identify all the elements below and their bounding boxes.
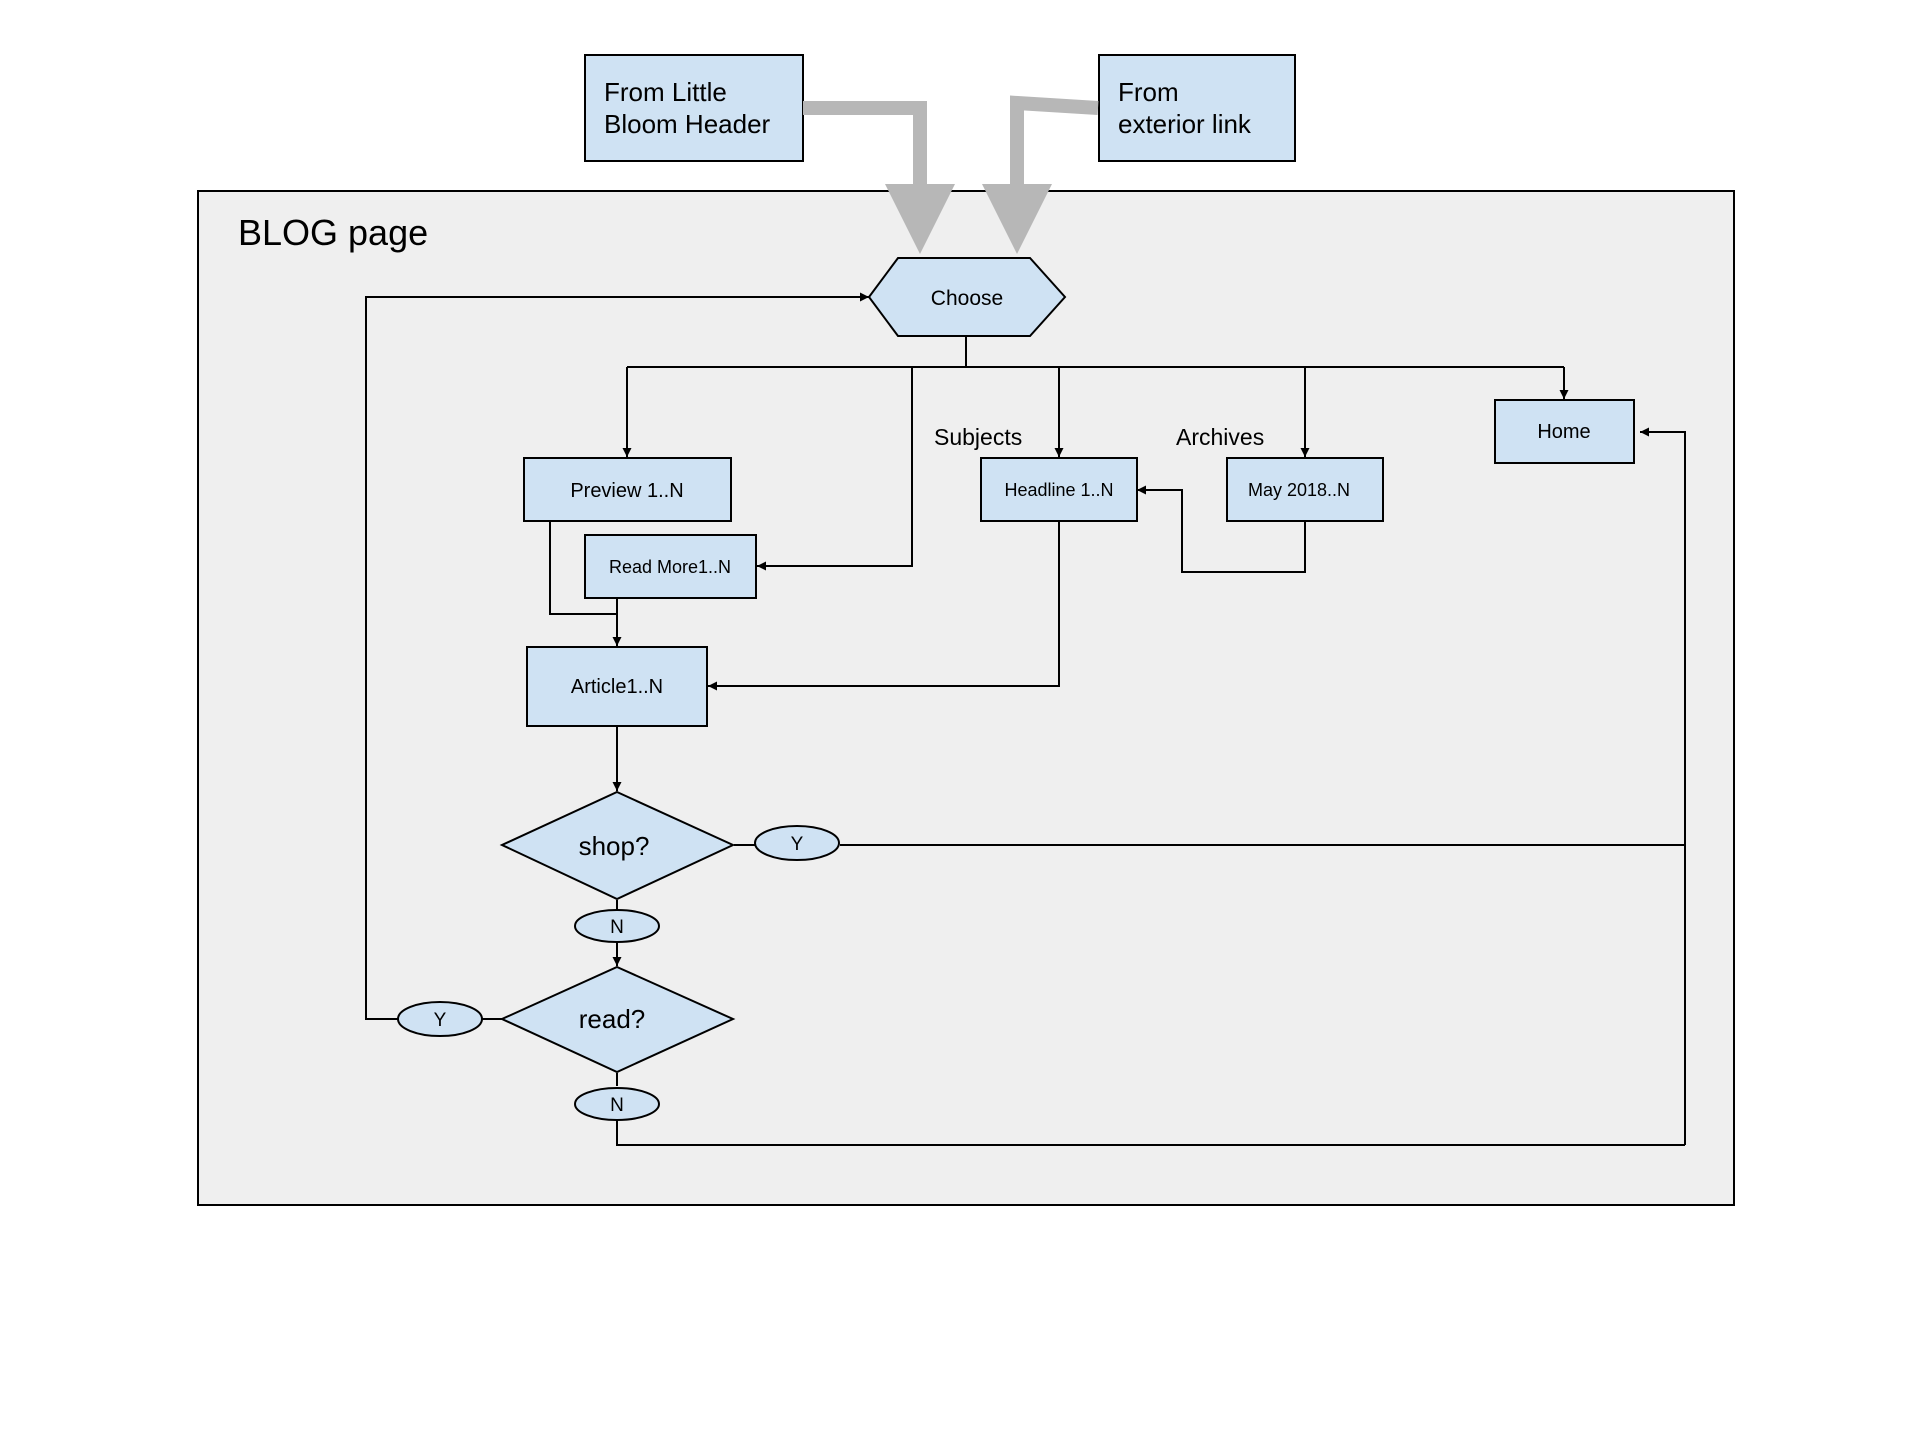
page-title: BLOG page [238,212,428,253]
read-no-badge: N [574,1087,660,1121]
read-label: read? [579,1004,646,1034]
subjects-label: Subjects [934,424,1022,450]
entry-arrow-exterior [982,95,1099,254]
source-exterior-line1: From [1118,77,1179,107]
read-no-label: N [610,1095,624,1116]
choose-node: Choose [867,257,1067,337]
home-node: Home [1494,399,1635,464]
read-yes-label: Y [434,1010,447,1031]
connectors [365,292,1686,1146]
entry-arrow-header [803,101,955,254]
preview-label: Preview 1..N [570,480,683,502]
read-decision: read? [499,965,736,1074]
shop-no-badge: N [574,909,660,943]
shop-label: shop? [579,831,650,861]
headline-label: Headline 1..N [1004,480,1113,500]
archive-label: May 2018..N [1248,480,1350,500]
source-header-box: From Little Bloom Header [584,54,804,162]
read-more-node: Read More1..N [584,534,757,599]
archive-node: May 2018..N [1226,457,1384,522]
source-header-line1: From Little [604,77,727,107]
source-exterior-line2: exterior link [1118,109,1252,139]
choose-label: Choose [931,287,1003,310]
shop-yes-badge: Y [754,825,840,861]
home-label: Home [1537,421,1590,443]
source-exterior-box: From exterior link [1098,54,1296,162]
shop-no-label: N [610,917,624,938]
article-node: Article1..N [526,646,708,727]
archives-label: Archives [1176,424,1264,450]
shop-decision: shop? [499,790,736,901]
preview-node: Preview 1..N [523,457,732,522]
read-yes-badge: Y [397,1001,483,1037]
article-label: Article1..N [571,676,663,698]
source-header-line2: Bloom Header [604,109,771,139]
headline-node: Headline 1..N [980,457,1138,522]
read-more-label: Read More1..N [609,557,731,577]
shop-yes-label: Y [791,834,804,855]
